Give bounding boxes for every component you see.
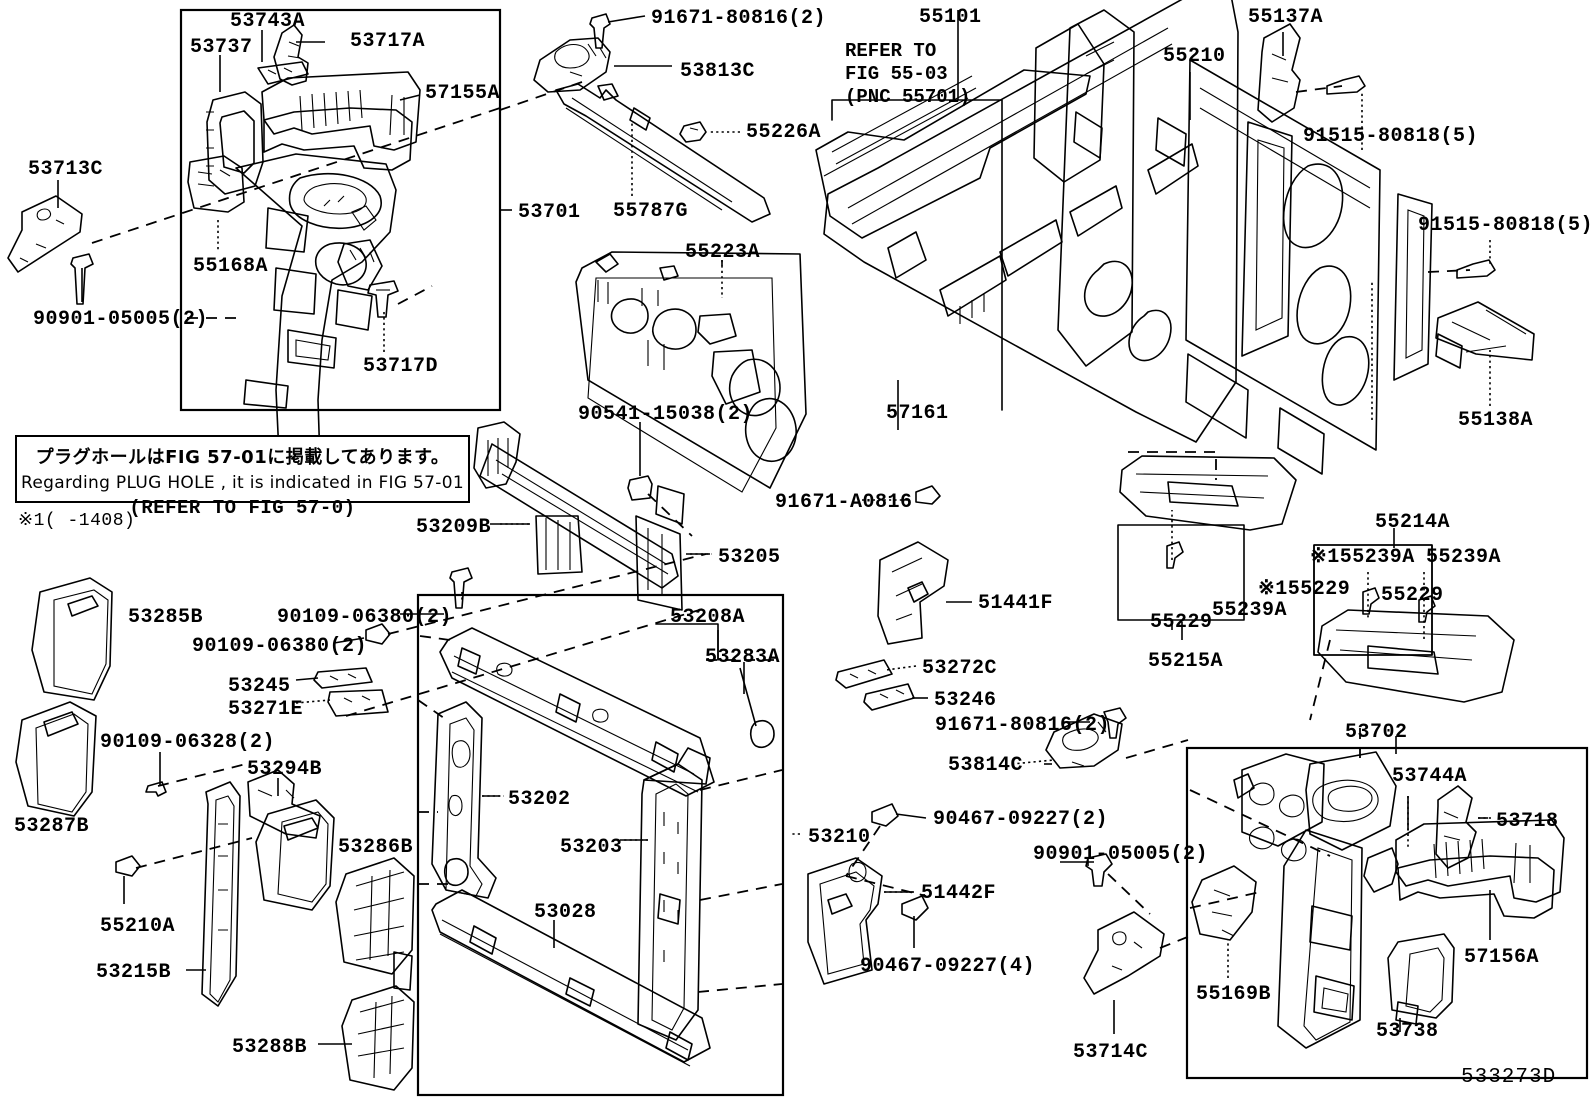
footnote-mark: ※1( -1408)	[18, 511, 136, 531]
part-label-55137A: 55137A	[1248, 6, 1324, 29]
part-label-55223A: 55223A	[685, 241, 761, 264]
part-label-53288B: 53288B	[232, 1036, 308, 1059]
part-label-53215B: 53215B	[96, 961, 172, 984]
figure-id: 533273D	[1461, 1066, 1557, 1089]
part-label-57161: 57161	[886, 402, 949, 425]
part-label-90109063802: 90109-06380(2)	[277, 606, 453, 629]
part-label-53737: 53737	[190, 36, 253, 59]
part-label-55101: 55101	[919, 6, 982, 29]
part-label-55226A: 55226A	[746, 121, 822, 144]
part-label-55787G: 55787G	[613, 200, 689, 223]
part-label-53714C: 53714C	[1073, 1041, 1149, 1064]
part-label-55138A: 55138A	[1458, 409, 1534, 432]
part-label-55215A: 55215A	[1148, 650, 1224, 673]
part-label-55229: 55229	[1150, 611, 1213, 634]
part-label-91515808185: 91515-80818(5)	[1303, 125, 1479, 148]
note-refer: (REFER TO FIG 57-0)	[129, 497, 356, 519]
part-label-55168A: 55168A	[193, 255, 269, 278]
part-label-53702: 53702	[1345, 721, 1408, 744]
part-label-53287B: 53287B	[14, 815, 90, 838]
part-label-55169B: 55169B	[1196, 983, 1272, 1006]
part-label-90541150382: 90541-15038(2)	[578, 403, 754, 426]
part-label-53713C: 53713C	[28, 158, 104, 181]
note-japanese: プラグホールはFIG 57-01に掲載してあります。	[35, 447, 450, 468]
part-label-53203: 53203	[560, 836, 623, 859]
part-label-90109063802: 90109-06380(2)	[192, 635, 368, 658]
part-label-57155A: 57155A	[425, 82, 501, 105]
part-label-53738: 53738	[1376, 1020, 1439, 1043]
part-label-53744A: 53744A	[1392, 765, 1468, 788]
part-label-90901050052: 90901-05005(2)	[33, 308, 209, 331]
part-label-55229: 55229	[1381, 584, 1444, 607]
part-label-90901050052: 90901-05005(2)	[1033, 843, 1209, 866]
part-label-53285B: 53285B	[128, 606, 204, 629]
part-label-53701: 53701	[518, 201, 581, 224]
part-label-53717D: 53717D	[363, 355, 439, 378]
part-label-53294B: 53294B	[247, 758, 323, 781]
part-label-53209B: 53209B	[416, 516, 492, 539]
part-label-155239A: ※155239A	[1310, 546, 1415, 569]
part-label-53743A: 53743A	[230, 10, 306, 33]
part-label-55239A: 55239A	[1426, 546, 1502, 569]
part-label-51442F: 51442F	[921, 882, 997, 905]
plug-hole-note-box: プラグホールはFIG 57-01に掲載してあります。 Regarding PLU…	[15, 435, 470, 519]
part-label-53202: 53202	[508, 788, 571, 811]
part-label-57156A: 57156A	[1464, 946, 1540, 969]
part-label-90467092274: 90467-09227(4)	[860, 955, 1036, 978]
note-english: Regarding PLUG HOLE , it is indicated in…	[21, 473, 464, 493]
part-label-53272C: 53272C	[922, 657, 998, 680]
part-label-53286B: 53286B	[338, 836, 414, 859]
part-label-53717A: 53717A	[350, 30, 426, 53]
part-label-55210A: 55210A	[100, 915, 176, 938]
part-label-53210: 53210	[808, 826, 871, 849]
part-label-53246: 53246	[934, 689, 997, 712]
part-label-53813C: 53813C	[680, 60, 756, 83]
part-label-91515808185: 91515-80818(5)	[1418, 214, 1592, 237]
part-label-90467092272: 90467-09227(2)	[933, 808, 1109, 831]
part-label-155229: ※155229	[1258, 578, 1351, 601]
part-label-51441F: 51441F	[978, 592, 1054, 615]
part-label-91671808162: 91671-80816(2)	[651, 7, 827, 30]
part-label-53271E: 53271E	[228, 698, 304, 721]
part-label-90109063282: 90109-06328(2)	[100, 731, 276, 754]
part-label-53814C: 53814C	[948, 754, 1024, 777]
part-label-55210: 55210	[1163, 45, 1226, 68]
part-label-53205: 53205	[718, 546, 781, 569]
part-label-91671A0816: 91671-A0816	[775, 491, 913, 514]
part-label-53028: 53028	[534, 901, 597, 924]
part-label-53283A: 53283A	[705, 646, 781, 669]
part-label-55214A: 55214A	[1375, 511, 1451, 534]
part-label-53208A: 53208A	[670, 606, 746, 629]
part-label-53718: 53718	[1496, 810, 1559, 833]
part-label-55239A: 55239A	[1212, 599, 1288, 622]
part-label-53245: 53245	[228, 675, 291, 698]
part-label-91671808162: 91671-80816(2)	[935, 714, 1111, 737]
refer-to-block: REFER TO FIG 55-03 (PNC 55701)	[845, 40, 971, 109]
